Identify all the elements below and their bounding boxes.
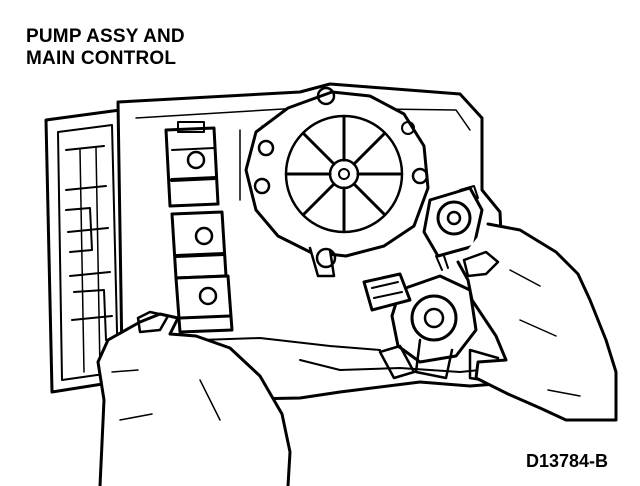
right-hand [456,222,618,422]
figure-title: PUMP ASSY AND MAIN CONTROL [26,26,185,70]
electrical-connector [362,272,412,312]
solenoid-lower [174,274,234,334]
pump-cover [244,86,430,278]
solenoid-lower-right [378,255,500,384]
figure-reference-code: D13784-B [525,451,608,471]
figure-title-line-2: MAIN CONTROL [26,48,177,69]
solenoid-middle [170,210,228,280]
left-hand [96,310,292,486]
solenoid-upper [164,121,220,208]
figure-title-line-1: PUMP ASSY AND [26,26,185,47]
